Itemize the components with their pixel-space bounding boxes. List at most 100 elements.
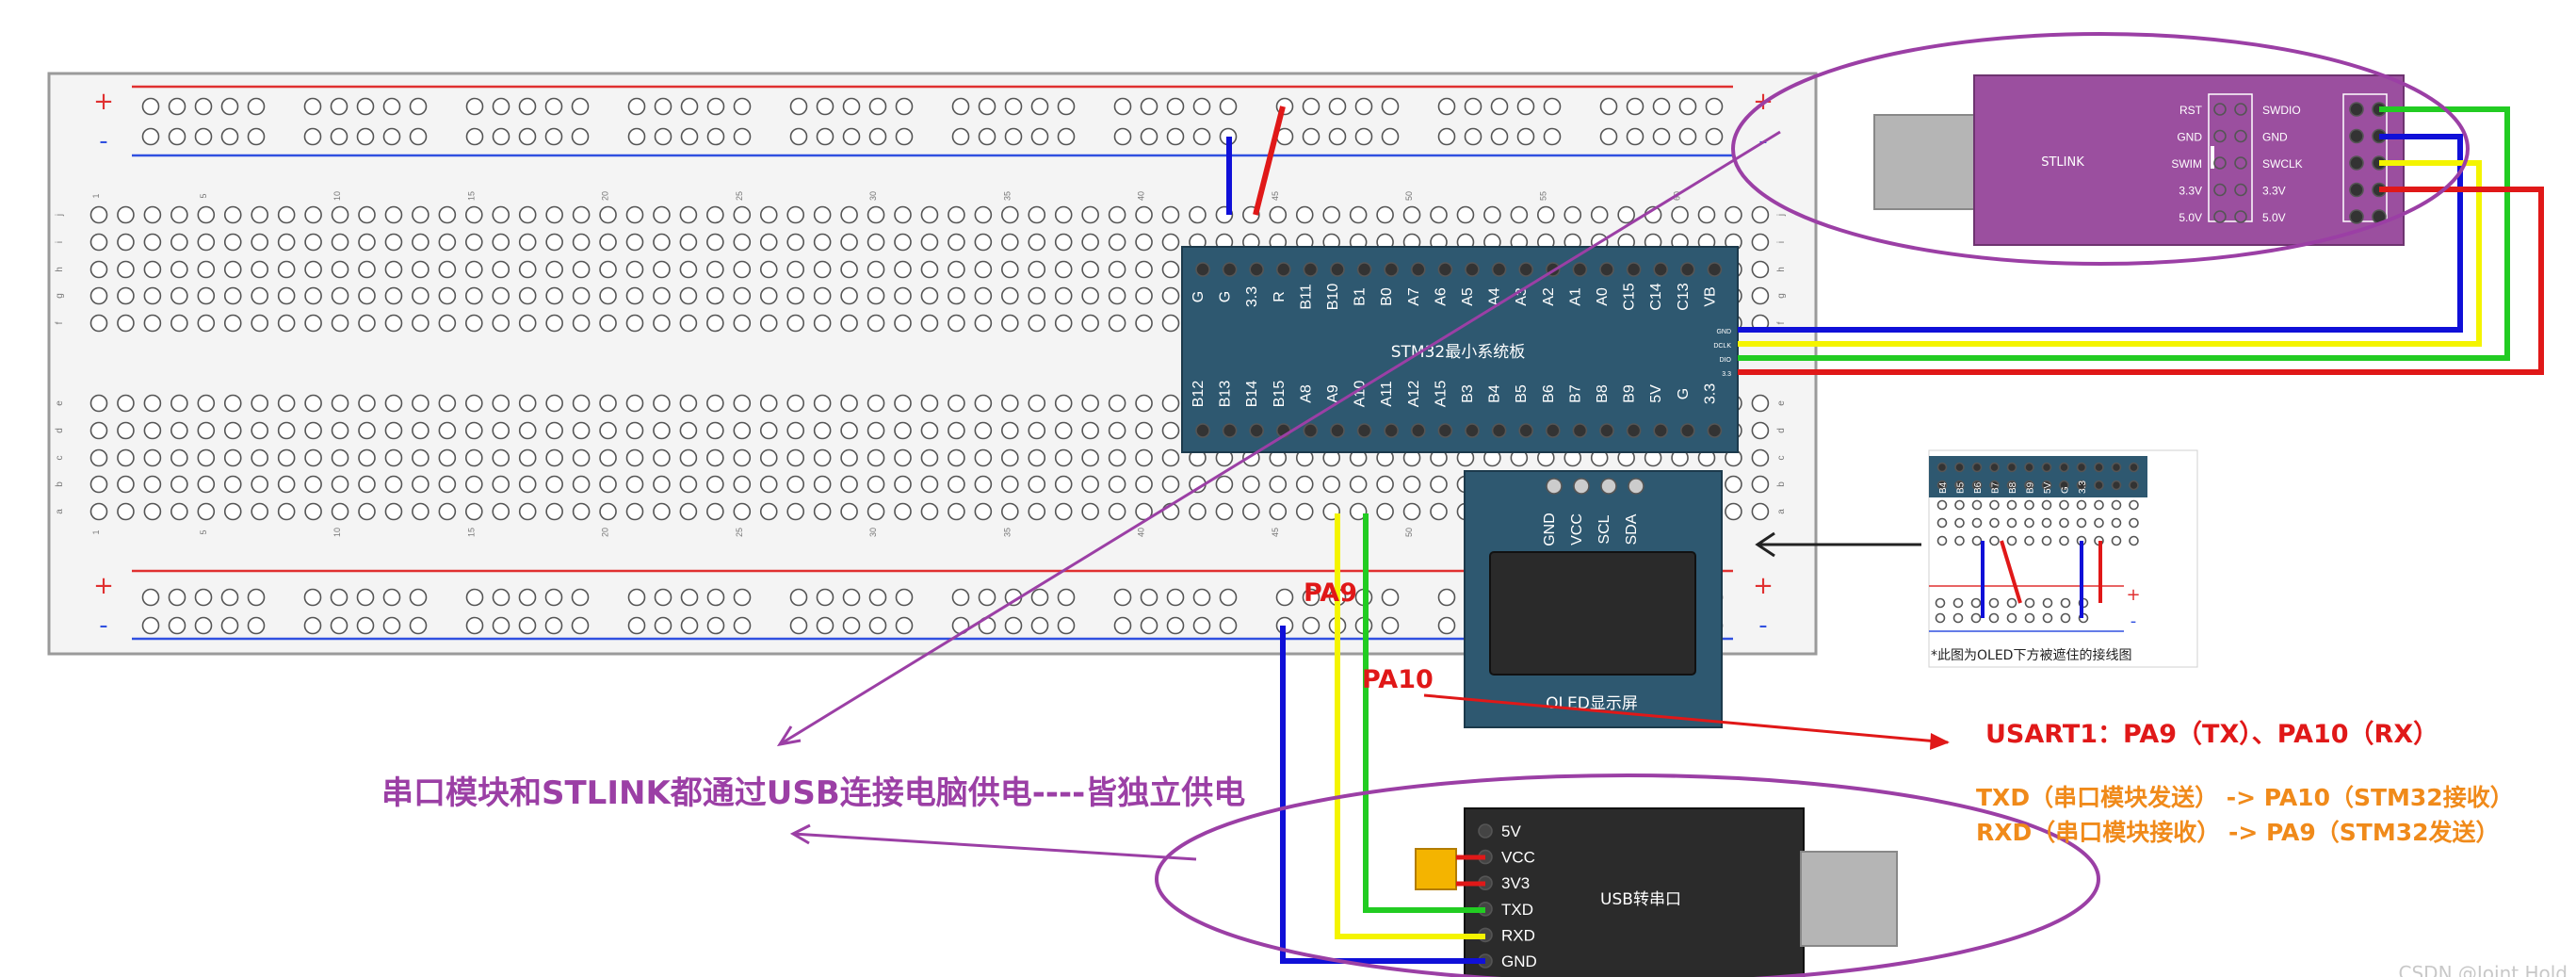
breadboard-hole [438,205,457,224]
inset-strip-hole [2094,462,2104,473]
breadboard-row-letter: i [55,241,65,243]
breadboard-hole [223,286,242,305]
breadboard-hole [304,314,322,333]
inset-caption: *此图为OLED下方被遮住的接线图 [1931,647,2131,663]
breadboard-hole [1028,260,1046,279]
breadboard-rail-hole [733,127,752,146]
breadboard-hole [1054,448,1073,467]
stm32-pin-hole [1411,423,1426,438]
rxd-mapping-text: RXD（串口模块接收） -> PA9（STM32发送） [1976,819,2500,846]
breadboard-hole [251,448,269,467]
breadboard-hole [625,286,644,305]
breadboard-hole [572,421,591,440]
breadboard-rail-hole [1113,127,1132,146]
breadboard-hole [625,233,644,252]
breadboard-hole [920,421,939,440]
inset-pin-label: B8 [2008,481,2018,494]
breadboard-rail-hole [868,97,887,116]
breadboard-hole [1001,475,1019,494]
breadboard-rail-hole [1678,127,1697,146]
breadboard-hole [304,421,322,440]
breadboard-rail-hole [1354,97,1373,116]
stm32-top-pin-label: C14 [1648,283,1664,310]
stm32-pin-hole [1195,423,1210,438]
breadboard-hole [894,502,912,521]
stlink-left-label: 3.3V [2179,185,2202,198]
inset-hole [2076,517,2087,529]
inset-strip-hole [2111,462,2122,473]
stm32-pin-hole [1249,262,1264,277]
inset-rail-hole [2060,597,2071,609]
breadboard-rail-hole [1192,588,1211,607]
breadboard-hole [948,314,965,333]
breadboard-hole [117,260,135,279]
breadboard-hole [840,502,858,521]
breadboard-hole [894,475,912,494]
breadboard-rail-hole [220,616,239,635]
breadboard-hole [948,421,965,440]
breadboard-hole [331,205,349,224]
stm32-pin-hole [1491,423,1507,438]
breadboard-hole [1108,502,1126,521]
breadboard-rail-hole [1302,588,1320,607]
inset-rail-minus-sign: - [2130,611,2137,631]
breadboard-hole [759,205,778,224]
breadboard-rail-hole [518,127,537,146]
inset-strip-hole [1971,462,1983,473]
inset-hole [1989,535,2000,546]
breadboard-hole [1028,421,1046,440]
breadboard-hole [197,205,216,224]
breadboard-hole [625,260,644,279]
breadboard-hole [1402,205,1421,224]
breadboard-hole [733,314,752,333]
stm32-bottom-pin-label: A9 [1325,384,1341,403]
breadboard-hole [1295,205,1314,224]
stlink-left-header-outline [2208,93,2253,222]
breadboard-column-number: 15 [466,191,476,201]
breadboard-hole [331,421,349,440]
breadboard-rail-hole [303,616,322,635]
breadboard-rail-hole [1328,127,1347,146]
breadboard-hole [1349,475,1368,494]
breadboard-hole [358,475,376,494]
breadboard-hole [1215,475,1234,494]
breadboard-hole [1242,502,1260,521]
inset-hole [2041,499,2052,511]
breadboard-rail-hole [141,97,160,116]
breadboard-hole [894,205,912,224]
breadboard-hole [894,314,912,333]
breadboard-hole [572,260,591,279]
breadboard-hole [1081,286,1099,305]
breadboard-row-letter: e [55,400,65,406]
breadboard-hole [867,314,885,333]
breadboard-row-letter: f [55,321,65,324]
breadboard-hole [518,314,537,333]
breadboard-hole [1001,502,1019,521]
breadboard-hole [679,448,698,467]
breadboard-rail-hole [789,97,808,116]
breadboard-hole [223,448,242,467]
breadboard-hole [304,475,322,494]
breadboard-hole [867,502,885,521]
oled-pin-label: SCL [1596,514,1612,544]
breadboard-hole [331,448,349,467]
breadboard-hole [1081,205,1099,224]
breadboard-hole [867,421,885,440]
stm32-top-pin-label: C15 [1622,283,1638,310]
breadboard-hole [1054,233,1073,252]
breadboard-hole [492,475,510,494]
inset-hole [2041,535,2052,546]
breadboard-hole [223,421,242,440]
breadboard-hole [733,233,752,252]
breadboard-hole [679,502,698,521]
breadboard-hole [143,286,162,305]
breadboard-rail-hole [1113,616,1132,635]
breadboard-hole [653,475,671,494]
stm32-top-pin-label: A4 [1487,287,1503,306]
breadboard-rail-hole [1652,127,1671,146]
breadboard-hole [492,260,510,279]
inset-pin-label: B5 [1956,481,1967,494]
breadboard-hole [89,233,108,252]
stm32-bottom-pin-label: B7 [1567,384,1583,403]
